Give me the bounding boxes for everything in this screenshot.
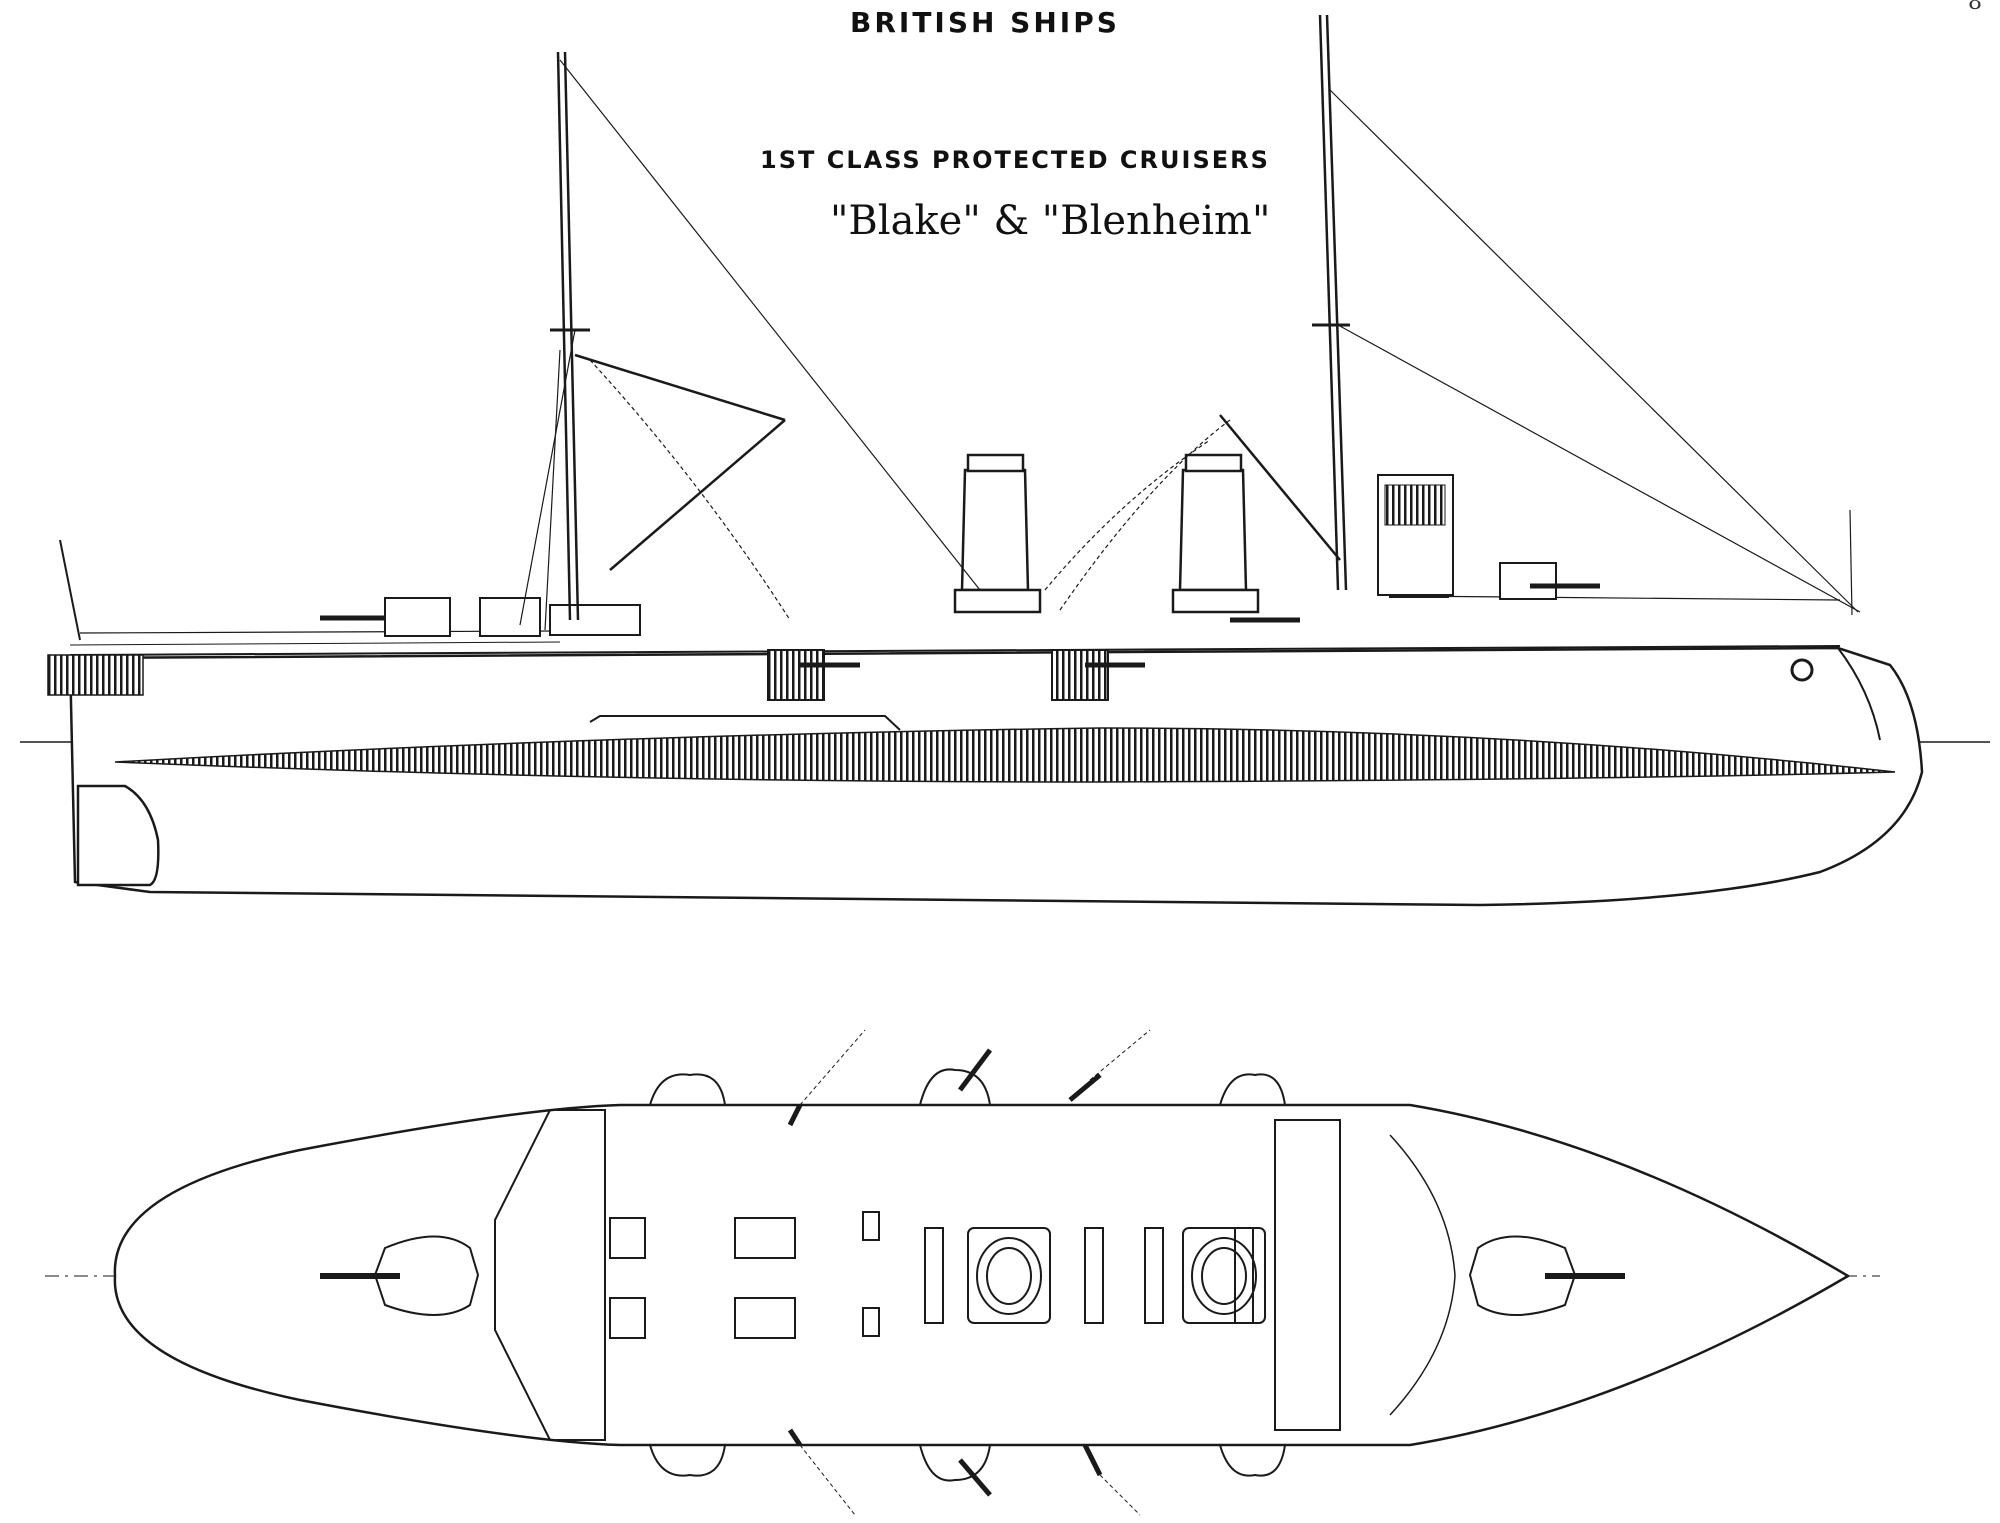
ship-names: "Blake" & "Blenheim" bbox=[830, 198, 1271, 244]
armour-band bbox=[114, 727, 1896, 783]
funnels bbox=[953, 453, 1260, 614]
plate-header: BRITISH SHIPS bbox=[850, 6, 1120, 39]
yards bbox=[550, 323, 1350, 332]
fore-shelter bbox=[1274, 1119, 1341, 1431]
deck-guns bbox=[320, 583, 1600, 623]
funnel-bases bbox=[967, 1227, 1266, 1324]
plate-subtitle: 1ST CLASS PROTECTED CRUISERS bbox=[760, 146, 1270, 174]
fore-deckhouse bbox=[1499, 562, 1557, 600]
aft-gun-house bbox=[373, 1235, 480, 1316]
page-number: 8 bbox=[1968, 0, 1982, 15]
guard-rails bbox=[79, 595, 1841, 634]
anchor-hawse bbox=[1790, 658, 1814, 682]
broadside-guns bbox=[787, 1048, 1103, 1497]
rudder bbox=[76, 784, 160, 887]
citadel-band bbox=[589, 715, 901, 731]
deck-line bbox=[69, 645, 1841, 656]
deck-outline bbox=[113, 1103, 1851, 1447]
deck-plan bbox=[45, 1029, 1880, 1516]
hatches bbox=[609, 1211, 1254, 1339]
gun-trajectories bbox=[799, 1029, 1151, 1516]
derricks bbox=[574, 353, 1341, 571]
bow-stem bbox=[1837, 647, 1881, 741]
side-sponsons bbox=[767, 649, 1145, 701]
stern-gallery bbox=[47, 654, 144, 696]
rigging bbox=[519, 59, 1861, 631]
masts bbox=[556, 14, 1348, 621]
aft-chart-house bbox=[479, 597, 541, 637]
main-deckhouse bbox=[549, 604, 641, 636]
side-elevation bbox=[20, 14, 1990, 907]
aft-deckhouse bbox=[384, 597, 451, 637]
aft-shelter bbox=[494, 1109, 606, 1441]
sponsons bbox=[649, 1068, 1286, 1482]
